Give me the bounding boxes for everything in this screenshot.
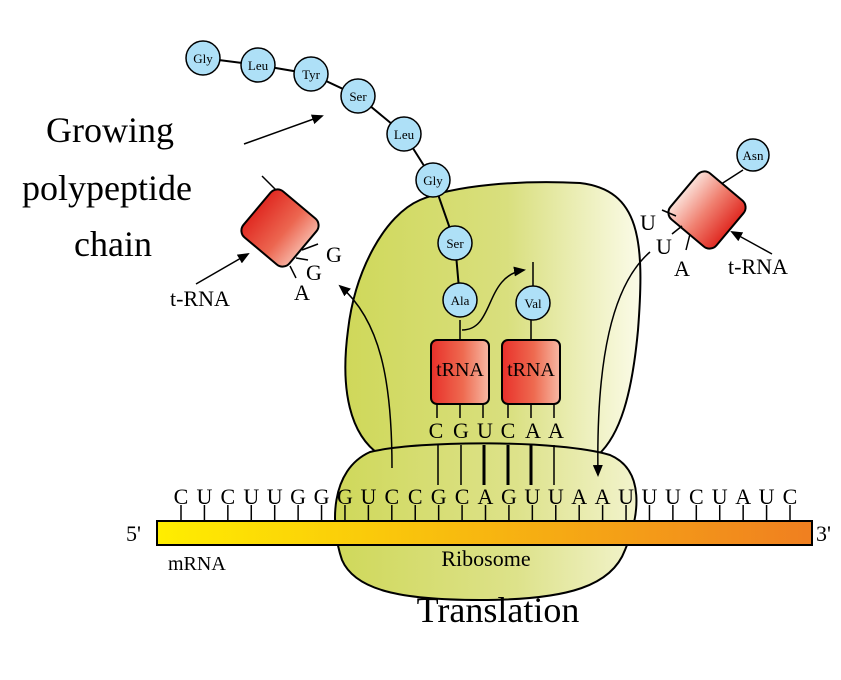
mrna-base: U <box>196 484 212 509</box>
five-prime-label: 5' <box>126 521 141 546</box>
left-anticodon-base: G <box>306 260 322 285</box>
amino-acid-label: Asn <box>743 148 764 163</box>
amino-acid-bead <box>442 282 478 318</box>
amino-acid-label: Ala <box>451 293 470 308</box>
mrna-base: A <box>571 484 587 509</box>
ribosome-trna-a-site: tRNA C A A <box>501 339 564 443</box>
trna-exit-arrow <box>338 284 393 469</box>
base-pair-bonds <box>437 445 555 485</box>
right-anticodon-base: A <box>674 256 690 281</box>
left-anticodon-base: G <box>326 242 342 267</box>
mrna-base: U <box>665 484 681 509</box>
three-prime-label: 3' <box>816 521 831 546</box>
trna-box-label: tRNA <box>436 359 484 381</box>
polypeptide-label-line: chain <box>74 224 152 264</box>
anticodon-base: C <box>501 418 516 443</box>
polypeptide-label-line: polypeptide <box>22 168 192 208</box>
mrna-base: G <box>431 484 447 509</box>
mrna-base: C <box>408 484 423 509</box>
mrna-base: G <box>501 484 517 509</box>
amino-acid-label: Tyr <box>302 67 321 82</box>
anticodon-base: A <box>525 418 541 443</box>
mrna-base: A <box>478 484 494 509</box>
mrna-base: G <box>337 484 353 509</box>
anticodon-base: C <box>429 418 444 443</box>
left-trna-label: t-RNA <box>170 286 230 311</box>
amino-acid-bead <box>240 47 276 83</box>
mrna-base: U <box>548 484 564 509</box>
mrna-base: C <box>455 484 470 509</box>
polypeptide-label-line: Growing <box>46 110 174 150</box>
ribosome-trna-p-site: tRNA C G U <box>429 339 493 443</box>
anticodon-base: U <box>477 418 493 443</box>
mrna-base: U <box>642 484 658 509</box>
mrna-base: U <box>618 484 634 509</box>
amino-acid-label: Ser <box>349 89 367 104</box>
mrna-base: U <box>360 484 376 509</box>
mrna-base: G <box>290 484 306 509</box>
mrna-label: mRNA <box>168 553 226 575</box>
mrna-base: C <box>221 484 236 509</box>
amino-acid-bead <box>185 40 221 76</box>
anticodon-base: G <box>453 418 469 443</box>
mrna-base: G <box>314 484 330 509</box>
amino-acid-label: Val <box>524 296 542 311</box>
right-anticodon-base: U <box>640 210 656 235</box>
mrna-base: U <box>267 484 283 509</box>
amino-acid-bead <box>293 56 329 92</box>
mrna-strand <box>156 520 813 546</box>
released-trna: G G A t-RNA <box>170 175 342 311</box>
mrna-base: U <box>243 484 259 509</box>
polypeptide-pointer-arrow <box>243 114 324 145</box>
ribosome-label: Ribosome <box>441 546 530 571</box>
ribosome-large-subunit <box>344 181 642 456</box>
amino-acid-bead <box>415 162 451 198</box>
peptide-transfer-arrow <box>461 266 526 331</box>
amino-acid-label: Gly <box>423 173 443 188</box>
mrna-base: U <box>712 484 728 509</box>
right-anticodon-base: U <box>656 234 672 259</box>
right-trna-label: t-RNA <box>728 254 788 279</box>
mrna-base: C <box>174 484 189 509</box>
trna-box-label: tRNA <box>507 359 555 381</box>
incoming-trna: Asn U U A t-RNA <box>640 138 788 281</box>
amino-acid-bead <box>736 138 770 172</box>
amino-acid-label: Leu <box>394 127 415 142</box>
amino-acid-bead <box>340 78 376 114</box>
anticodon-base: A <box>548 418 564 443</box>
amino-acid-label: Ser <box>446 236 464 251</box>
diagram-title: Translation <box>417 590 580 630</box>
mrna-base: A <box>595 484 611 509</box>
trna-entry-arrow <box>592 251 651 477</box>
amino-acid-bead <box>437 225 473 261</box>
mrna-ticks <box>180 505 791 521</box>
mrna-base: C <box>384 484 399 509</box>
mrna-base: C <box>689 484 704 509</box>
left-anticodon-base: A <box>294 280 310 305</box>
amino-acid-label: Leu <box>248 58 269 73</box>
mrna-base: U <box>524 484 540 509</box>
mrna-base: C <box>783 484 798 509</box>
amino-acid-bead <box>386 116 422 152</box>
amino-acid-label: Gly <box>193 51 213 66</box>
mrna-base: U <box>759 484 775 509</box>
mrna-base: A <box>735 484 751 509</box>
